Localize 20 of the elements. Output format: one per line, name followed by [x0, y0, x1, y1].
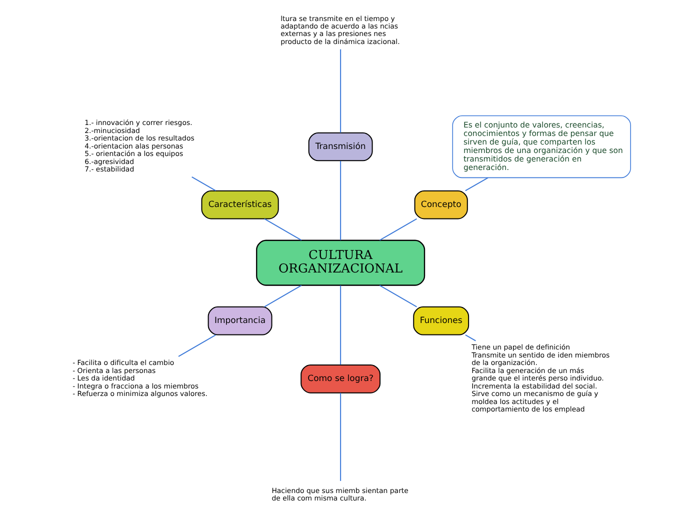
node-box: Funciones [412, 306, 469, 335]
node-box: Concepto [414, 190, 468, 219]
connector [464, 334, 476, 341]
node-box: Transmisión [308, 132, 372, 161]
connector [264, 218, 302, 240]
connector [340, 284, 341, 364]
connector [340, 392, 341, 480]
connector [340, 48, 341, 132]
node-box: Es el conjunto de valores, creencias, conocimientos y formas de pensar que sirven de guía, que comparten los miembros de una organización y que son transmitidos de generación en generación. [452, 114, 630, 178]
connector [378, 218, 416, 240]
connector [191, 176, 216, 191]
connector [464, 176, 488, 191]
connector [378, 284, 416, 307]
node-box: CULTURA ORGANIZACIONAL [256, 239, 425, 286]
node-box: Como se logra? [300, 364, 380, 393]
connector [264, 284, 302, 307]
node-box: Importancia [207, 306, 272, 335]
connector [340, 160, 341, 240]
node-box: Características [200, 190, 278, 219]
connector [178, 334, 216, 356]
